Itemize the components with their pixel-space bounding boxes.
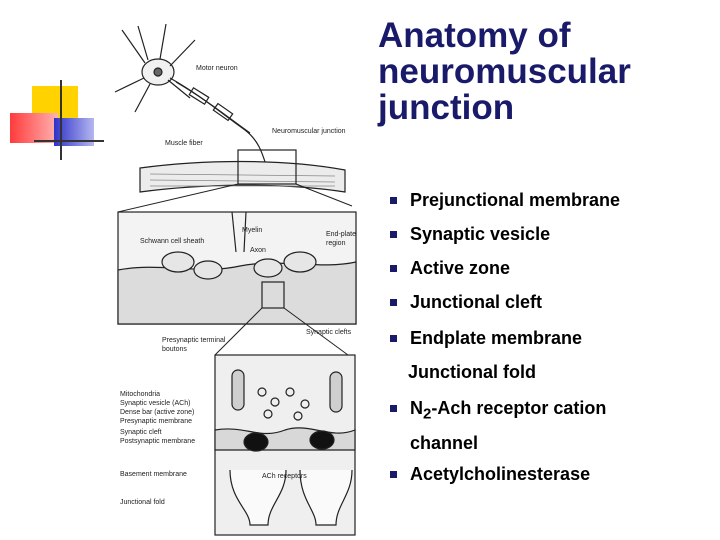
label-endplate-region-1: End-plate	[326, 231, 356, 238]
bullet-text: Synaptic vesicle	[410, 224, 551, 244]
slide-title: Anatomy of neuromuscular junction	[378, 18, 708, 126]
bullet-text: Acetylcholinesterase	[410, 464, 591, 484]
receptor-line2: channel	[410, 432, 479, 453]
synapse-detail-drawing	[214, 354, 356, 536]
bullet-square-icon	[390, 197, 397, 204]
zoom-line-right	[295, 183, 353, 207]
label-dense-bar: Dense bar (active zone)	[120, 409, 194, 416]
bullet-text: Prejunctional membrane	[410, 190, 621, 210]
receptor-prefix: N	[410, 398, 423, 418]
label-nmj: Neuromuscular junction	[272, 128, 346, 135]
bullet-text: N2-Ach receptor cation channel	[410, 394, 700, 457]
muscle-fiber-drawing	[139, 149, 346, 193]
bullet-square-icon	[390, 405, 397, 412]
zoom-line-lower-right	[283, 307, 349, 356]
deco-vertical-line	[60, 80, 62, 160]
label-motor-neuron: Motor neuron	[196, 65, 238, 72]
bullet-item-receptor: N2-Ach receptor cation channel	[390, 394, 700, 457]
zoom-line-left	[117, 183, 239, 213]
label-ach-receptors: ACh receptors	[262, 473, 307, 480]
label-endplate-region-2: region	[326, 240, 346, 247]
label-junctional-fold: Junctional fold	[120, 499, 165, 506]
label-mitochondria: Mitochondria	[120, 391, 160, 398]
deco-horizontal-line	[34, 140, 104, 142]
bullet-item: Acetylcholinesterase	[390, 460, 700, 488]
label-synaptic-vesicle: Synaptic vesicle (ACh)	[120, 400, 190, 407]
receptor-subscript: 2	[423, 405, 432, 423]
motor-neuron-drawing	[114, 23, 267, 166]
plain-line-junctional-fold: Junctional fold	[408, 362, 536, 382]
label-myelin: Myelin	[242, 227, 262, 234]
bullet-text: Active zone	[410, 258, 511, 278]
bullet-item: Junctional cleft	[390, 288, 700, 316]
deco-red-square	[10, 113, 58, 143]
label-basement-membrane: Basement membrane	[120, 471, 187, 478]
label-axon: Axon	[250, 247, 266, 254]
label-presynaptic-2: boutons	[162, 346, 187, 353]
label-presynaptic-membrane: Presynaptic membrane	[120, 418, 192, 425]
bullet-item: Prejunctional membrane	[390, 186, 700, 214]
bullet-square-icon	[390, 335, 397, 342]
bullet-square-icon	[390, 265, 397, 272]
label-presynaptic-1: Presynaptic terminal	[162, 337, 226, 344]
label-synaptic-cleft: Synaptic cleft	[120, 429, 162, 436]
bullet-item: Synaptic vesicle	[390, 220, 700, 248]
label-synaptic-clefts: Synaptic clefts	[306, 329, 352, 336]
label-postsynaptic-membrane: Postsynaptic membrane	[120, 438, 195, 445]
title-line-2: neuromuscular	[378, 52, 631, 91]
receptor-suffix: -Ach receptor cation	[431, 398, 607, 418]
label-schwann: Schwann cell sheath	[140, 238, 204, 245]
title-line-3: junction	[378, 88, 515, 127]
bullet-square-icon	[390, 471, 397, 478]
endplate-drawing	[117, 211, 357, 325]
label-muscle-fiber: Muscle fiber	[165, 140, 203, 147]
bullet-item: Endplate membrane	[390, 324, 700, 352]
title-line-1: Anatomy of	[378, 16, 571, 55]
zoom-line-lower-left	[214, 307, 263, 356]
bullet-text: Endplate membrane	[410, 328, 583, 348]
bullet-item: Active zone	[390, 254, 700, 282]
bullet-square-icon	[390, 299, 397, 306]
bullet-text: Junctional cleft	[410, 292, 543, 312]
bullet-square-icon	[390, 231, 397, 238]
